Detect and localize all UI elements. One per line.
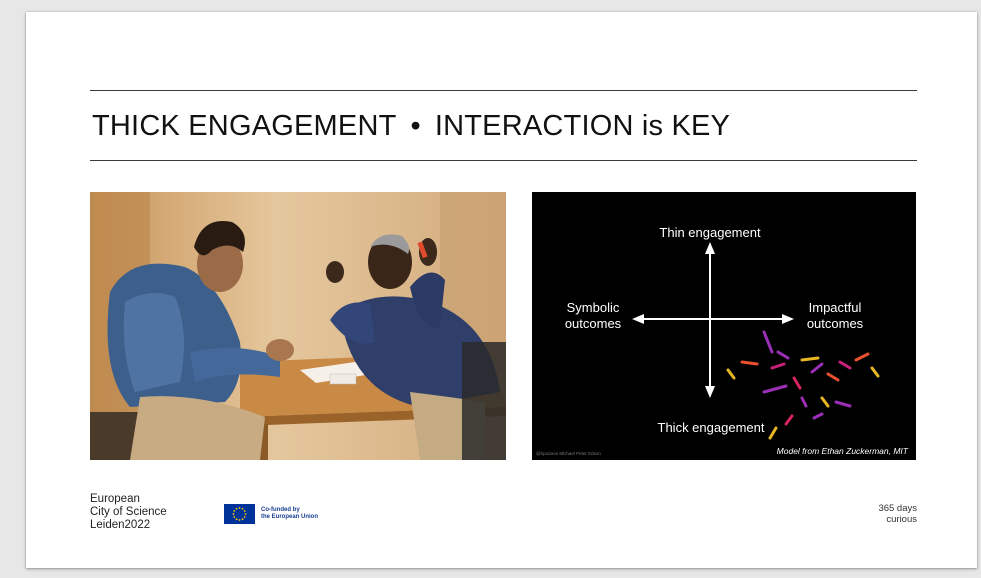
slide-title: THICK ENGAGEMENT • INTERACTION is KEY: [92, 106, 730, 146]
eu-flag-icon: [224, 504, 255, 524]
thin-engagement-label: Thin engagement: [659, 225, 761, 240]
title-part-2: INTERACTION is KEY: [434, 110, 731, 142]
arrow-right-icon: [782, 314, 794, 324]
photo-credit: @lrpodoon Michael Peter Edson: [536, 451, 601, 456]
diagram-axes: [632, 242, 880, 440]
engagement-photo: [90, 192, 506, 460]
thick-engagement-label: Thick engagement: [657, 420, 765, 435]
model-credit: Model from Ethan Zuckerman, MIT: [776, 446, 908, 456]
tagline-line-1: 365 days: [878, 503, 917, 514]
engagement-diagram: Thin engagement Thick engagement Symboli…: [532, 192, 916, 460]
eu-line-1: Co-funded by: [261, 507, 300, 513]
city-line-3: Leiden2022: [90, 519, 151, 531]
title-part-1: THICK ENGAGEMENT: [92, 110, 397, 142]
title-separator: •: [410, 110, 421, 142]
presentation-slide: THICK ENGAGEMENT • INTERACTION is KEY: [26, 12, 977, 568]
city-line-1: European: [90, 493, 140, 505]
title-top-rule: [90, 90, 917, 91]
eu-cofunded-logo: Co-funded by the European Union: [224, 504, 318, 524]
tagline-line-2: curious: [886, 514, 917, 525]
city-line-2: City of Science: [90, 506, 167, 518]
confetti-strokes: [726, 330, 880, 440]
eu-line-2: the European Union: [261, 514, 318, 520]
photo-illustration: [90, 192, 506, 460]
title-bottom-rule: [90, 160, 917, 161]
impactful-outcomes-label: Impactful outcomes: [806, 300, 864, 331]
tagline: 365 days curious: [826, 503, 917, 525]
arrow-up-icon: [705, 242, 715, 254]
arrow-left-icon: [632, 314, 644, 324]
city-of-science-logo: European City of Science Leiden2022: [90, 493, 167, 532]
symbolic-outcomes-label: Symbolic outcomes: [564, 300, 622, 331]
arrow-down-icon: [705, 386, 715, 398]
